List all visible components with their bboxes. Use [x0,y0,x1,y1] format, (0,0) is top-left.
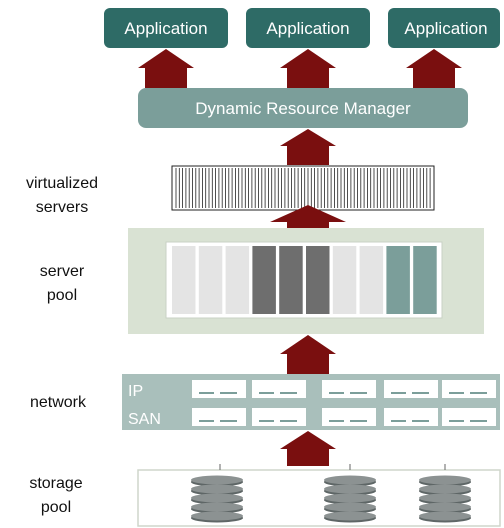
disk-platter [191,502,243,512]
server-pool-servers [172,246,437,314]
network-port-icon [442,380,496,398]
application-box-1: Application [104,8,228,48]
disk-platter [419,502,471,512]
server-blade [252,246,276,314]
disk-platter [191,475,243,485]
manager-box-bg [138,88,468,128]
server-blade [332,246,357,314]
server-pool-label-line2: pool [47,287,77,304]
virtualized-servers-frame [171,165,435,211]
disk-platter [324,484,376,494]
disk-platter [191,511,243,521]
application-box-1-bg [104,8,228,48]
application-label-3: Application [404,19,487,38]
up-arrow-icon [406,49,462,88]
application-box-3-bg [388,8,500,48]
san-label: SAN [128,411,161,428]
up-arrow-icon [280,49,336,88]
ip-label: IP [128,383,143,400]
storage-label-line2: pool [41,499,71,516]
server-blade [359,246,384,314]
server-blade [172,246,196,314]
up-arrow-icon [280,129,336,165]
storage-label-line1: storage [29,475,82,492]
server-pool-label: server pool [40,263,85,304]
up-arrow-icon [280,335,336,374]
network-port-box [384,408,438,426]
server-pool-label-line1: server [40,263,85,280]
server-blade [225,246,250,314]
network-port-box [252,408,306,426]
server-blade [279,246,303,314]
disk-platter [324,493,376,503]
manager-label: Dynamic Resource Manager [195,99,411,118]
disk-platter [419,493,471,503]
disk-platter [191,484,243,494]
network-port-icon [442,408,496,426]
disk-platter [324,511,376,521]
network-port-icon [384,408,438,426]
network-port-box [192,408,246,426]
network-port-box [322,408,376,426]
virtualized-servers-block [171,165,435,211]
dynamic-resource-manager: Dynamic Resource Manager [138,88,468,128]
disk-platter [419,484,471,494]
network-port-box [442,380,496,398]
disk-platter [419,475,471,485]
application-box-2-bg [246,8,370,48]
network-port-box [384,380,438,398]
network-port-box [252,380,306,398]
virtualized-servers-label: virtualized servers [26,175,98,216]
server-blade [413,246,437,314]
network-port-icon [384,380,438,398]
up-arrow-icon [280,431,336,466]
up-arrow-icon [138,49,194,88]
server-blade [386,246,410,314]
network-port-icon [252,408,306,426]
disk-stack-icon [419,475,471,523]
network-port-icon [192,380,246,398]
disk-platter [191,493,243,503]
network-port-box [192,380,246,398]
server-blade [198,246,223,314]
application-label-2: Application [266,19,349,38]
network-port-icon [322,408,376,426]
network-label: network [30,394,87,411]
disk-platter [419,511,471,521]
application-box-3: Application [388,8,500,48]
server-blade [306,246,330,314]
virtualized-label-line2: servers [36,199,88,216]
up-arrow-icon [270,205,346,228]
application-box-2: Application [246,8,370,48]
network-port-icon [252,380,306,398]
network-port-icon [322,380,376,398]
application-label-1: Application [124,19,207,38]
storage-disks [191,475,471,523]
storage-pool-label: storage pool [29,475,82,516]
disk-platter [324,475,376,485]
network-port-box [442,408,496,426]
network-port-box [322,380,376,398]
network-ports [192,380,496,426]
disk-platter [324,502,376,512]
virtualized-label-line1: virtualized [26,175,98,192]
network-port-icon [192,408,246,426]
disk-stack-icon [324,475,376,523]
disk-stack-icon [191,475,243,523]
